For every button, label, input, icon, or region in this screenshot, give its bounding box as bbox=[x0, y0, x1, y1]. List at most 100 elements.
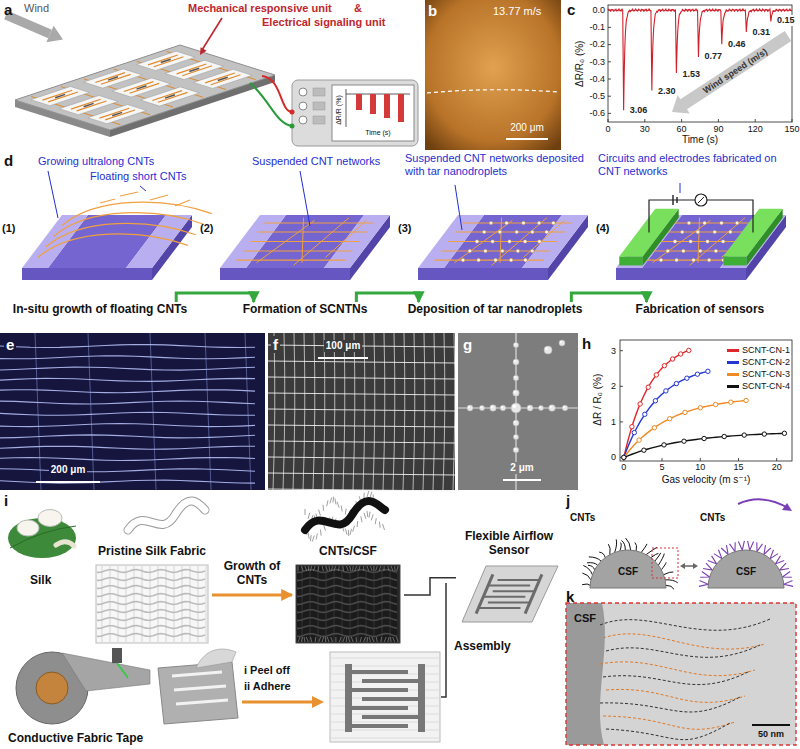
tick bbox=[608, 119, 609, 122]
label-box: Time (s) bbox=[365, 129, 390, 137]
pointer-arrowhead bbox=[200, 47, 207, 55]
label-text: CSF bbox=[618, 566, 638, 577]
leader-line bbox=[300, 171, 310, 226]
cnt-hair bbox=[334, 566, 336, 642]
cnt-outline bbox=[600, 662, 755, 676]
label-box: 2 μm bbox=[508, 462, 535, 474]
warp-thread bbox=[102, 566, 103, 642]
panel-e-image bbox=[0, 333, 265, 490]
legend-text: SCNT-CN-1 bbox=[742, 345, 790, 355]
droplet-highlight bbox=[514, 435, 516, 437]
warp-thread bbox=[182, 566, 183, 642]
label-box: b bbox=[428, 2, 437, 19]
weft-thread bbox=[97, 625, 205, 628]
cnt-hair bbox=[372, 566, 374, 642]
device-button bbox=[299, 88, 307, 96]
device-key bbox=[313, 102, 325, 110]
label-box: Time (s) bbox=[682, 134, 718, 146]
device-button bbox=[299, 116, 307, 124]
data-point bbox=[722, 434, 726, 438]
tar-droplet bbox=[513, 420, 519, 426]
battery-symbol bbox=[673, 195, 677, 205]
bent-cnt bbox=[714, 550, 722, 559]
label-text: Conductive Fabric Tape bbox=[8, 731, 143, 745]
cnt-hair bbox=[298, 566, 300, 642]
data-point bbox=[683, 410, 687, 414]
cnt-line bbox=[35, 333, 41, 490]
data-point bbox=[762, 432, 766, 436]
tar-droplet bbox=[562, 405, 568, 411]
electrode-finger bbox=[352, 706, 408, 710]
label-box: f bbox=[271, 336, 280, 353]
droplet-highlight bbox=[514, 343, 516, 345]
inset-bar bbox=[384, 94, 390, 118]
edge-label-box: Growth of CNTs bbox=[216, 560, 288, 588]
legend-swatch bbox=[727, 349, 739, 352]
cnt-line bbox=[333, 333, 335, 490]
leader-line bbox=[455, 185, 462, 230]
warp-thread bbox=[126, 566, 127, 642]
cnt-line bbox=[0, 345, 255, 348]
sensing-element bbox=[55, 94, 65, 97]
sensing-element bbox=[108, 77, 118, 80]
label-box: Suspended CNT networks deposited with ta… bbox=[405, 152, 593, 177]
tar-droplet bbox=[513, 390, 519, 396]
red-cable bbox=[262, 76, 292, 112]
device-button bbox=[299, 102, 307, 110]
cnt-outline bbox=[600, 697, 740, 712]
warp-thread bbox=[382, 566, 383, 642]
data-point bbox=[652, 426, 656, 430]
cnt-hair bbox=[583, 566, 592, 575]
cnt-outline bbox=[603, 716, 735, 729]
material-node: Pristine Silk Fabric bbox=[92, 545, 212, 645]
data-point bbox=[674, 381, 678, 385]
electrode-front bbox=[723, 256, 746, 265]
data-point bbox=[782, 431, 786, 435]
data-point bbox=[682, 439, 686, 443]
step-caption: Fabrication of sensors bbox=[633, 302, 768, 318]
label-box: Gas velocity (m s⁻¹) bbox=[662, 474, 751, 486]
tar-nanodroplet bbox=[505, 221, 509, 225]
warp-thread bbox=[326, 566, 327, 642]
tar-nanodroplet bbox=[706, 240, 710, 244]
cnt-hair bbox=[588, 565, 595, 570]
cnt-line bbox=[150, 333, 156, 490]
tar-nanodroplet bbox=[477, 258, 481, 262]
label-box: g bbox=[461, 336, 474, 353]
edge-label: Growth of CNTs bbox=[224, 559, 281, 587]
label-box: -0.5 bbox=[590, 91, 606, 101]
cnt-hair bbox=[635, 543, 637, 551]
tick bbox=[608, 79, 611, 80]
cnt-hair bbox=[306, 566, 308, 642]
label-text: (4) bbox=[596, 222, 609, 234]
label-text: 120 bbox=[748, 124, 763, 134]
cnt-crosslink bbox=[492, 218, 548, 266]
panel-a-illustration bbox=[6, 15, 418, 146]
label-text: 1.53 bbox=[683, 69, 701, 79]
droplet-highlight bbox=[545, 347, 548, 350]
label-box: CNTs bbox=[700, 512, 725, 524]
unit-electrode bbox=[182, 66, 212, 76]
tar-nanodroplet bbox=[524, 258, 528, 262]
label-text: 30 bbox=[640, 124, 650, 134]
sensing-element bbox=[189, 68, 199, 71]
bent-cnt bbox=[770, 550, 778, 559]
scale-bar bbox=[318, 357, 368, 359]
laser-head bbox=[112, 648, 122, 663]
label-box: Conductive Fabric Tape bbox=[8, 732, 143, 746]
device-key bbox=[313, 88, 325, 96]
label-text: 0 bbox=[611, 452, 616, 462]
panel-g-image bbox=[458, 333, 578, 490]
droplet-highlight bbox=[501, 406, 503, 408]
data-point bbox=[702, 436, 706, 440]
inset-bar bbox=[356, 94, 362, 110]
unit-electrode bbox=[211, 75, 241, 85]
bent-cnt bbox=[775, 556, 784, 564]
cnt-line bbox=[423, 333, 425, 490]
warp-thread bbox=[310, 566, 311, 642]
tick bbox=[755, 119, 756, 122]
tar-nanodroplet bbox=[475, 240, 479, 244]
exchange-arrowheads bbox=[680, 563, 698, 569]
droplet-highlight bbox=[480, 406, 482, 408]
airflow-arrow bbox=[738, 499, 788, 508]
